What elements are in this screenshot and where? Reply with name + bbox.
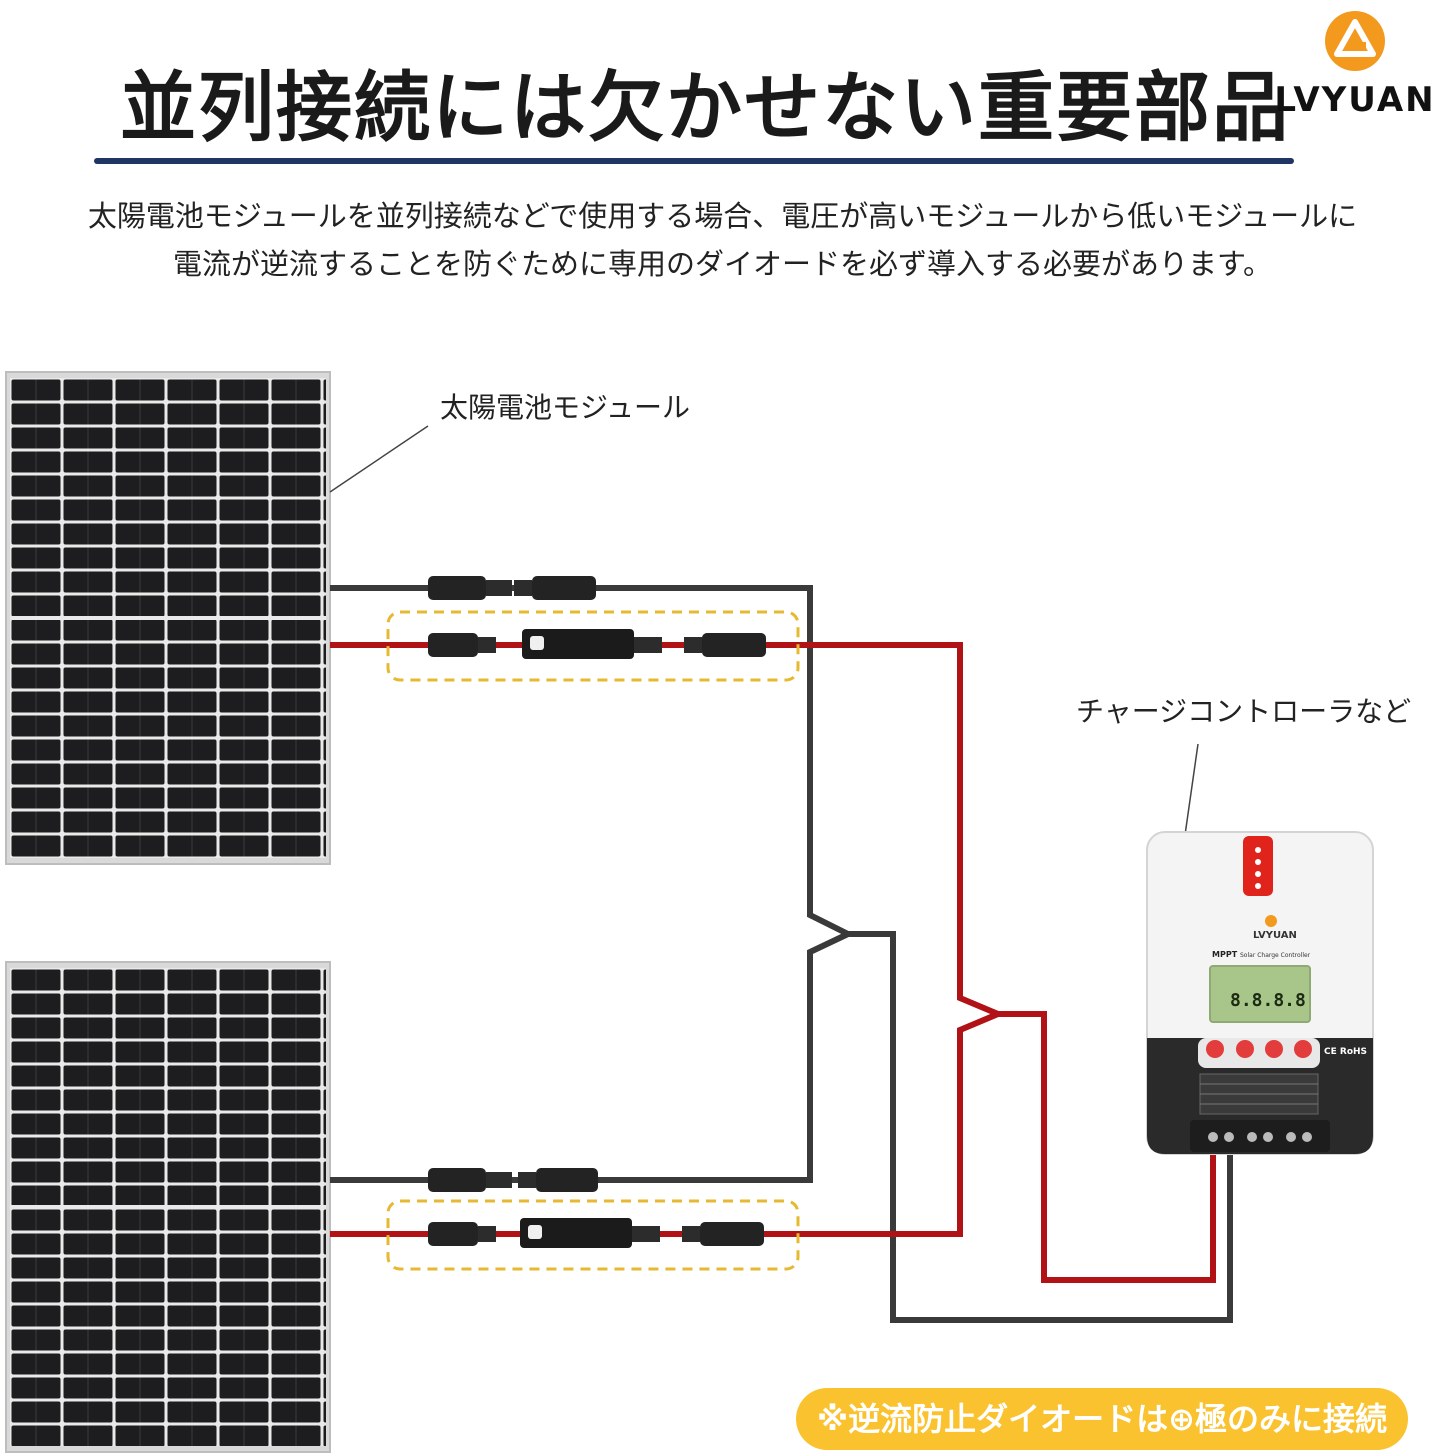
controller-model: MPPT (1212, 950, 1238, 959)
positive-wires (330, 642, 1216, 1283)
description-line-1: 太陽電池モジュールを並列接続などで使用する場合、電圧が高いモジュールから低いモジ… (87, 199, 1358, 233)
diode-note-banner: ※逆流防止ダイオードは⊕極のみに接続 (796, 1388, 1408, 1450)
solar-module-label: 太陽電池モジュール (440, 391, 691, 424)
description-line-2: 電流が逆流することを防ぐために専用のダイオードを必ず導入する必要があります。 (172, 247, 1273, 281)
charge-controller: LVYUAN MPPT Solar Charge Controller 8.8.… (1146, 831, 1374, 1155)
negative-wires (330, 585, 1233, 1323)
controller-marks: CE RoHS (1324, 1047, 1367, 1057)
title-underline (94, 158, 1294, 164)
controller-display: 8.8.8.8 (1230, 990, 1306, 1011)
leader-line-module (329, 425, 429, 493)
solar-panel-1 (5, 371, 331, 865)
connector-pair-top-negative (428, 576, 596, 600)
solar-panel-2 (5, 961, 331, 1453)
lvyuan-logo-icon (1325, 11, 1385, 71)
brand-name: LVYUAN (1274, 80, 1436, 120)
diode-assembly-bottom (386, 1199, 800, 1271)
charge-controller-label: チャージコントローラなど (1076, 695, 1412, 728)
page-title: 並列接続には欠かせない重要部品 (120, 63, 1290, 152)
leader-line-controller (1183, 743, 1199, 843)
controller-brand: LVYUAN (1253, 930, 1297, 941)
description: 太陽電池モジュールを並列接続などで使用する場合、電圧が高いモジュールから低いモジ… (0, 192, 1445, 288)
brand-logo: LVYUAN (1270, 8, 1440, 128)
connector-pair-bottom-negative (428, 1168, 598, 1192)
diode-assembly-top (386, 610, 800, 682)
controller-subtitle: Solar Charge Controller (1240, 952, 1311, 959)
